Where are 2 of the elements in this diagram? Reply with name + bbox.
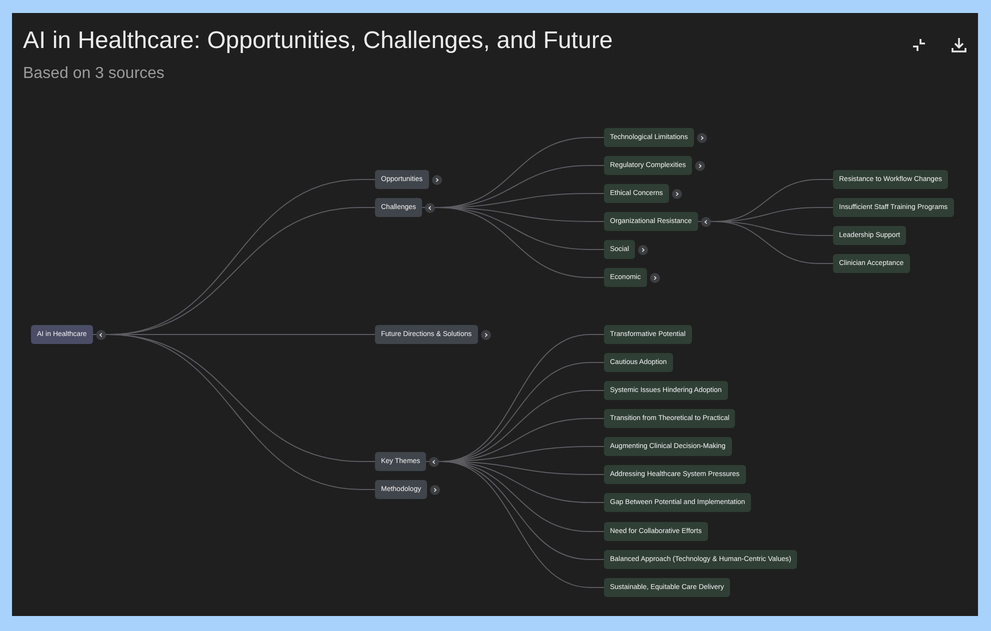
subtitle-text: Based on 3 sources [23, 64, 164, 84]
diagram-title: AI in Healthcare: Opportunities, Challenges, and Future [23, 26, 613, 56]
